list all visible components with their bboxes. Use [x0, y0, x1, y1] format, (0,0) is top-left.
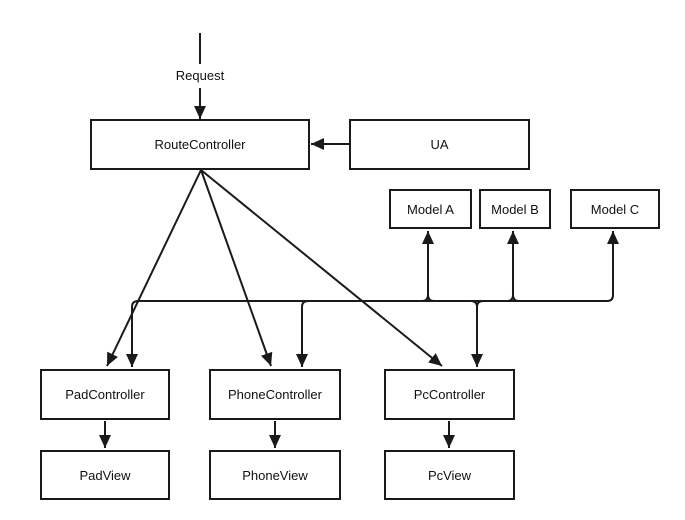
edge-bus-to-phonecontroller [296, 300, 309, 367]
node-pad-controller: PadController [40, 369, 170, 420]
edge-bus-to-model-a-fillet [427, 294, 435, 302]
node-model-a: Model A [389, 189, 472, 229]
edge-routecontroller-to-phonecontroller [200, 169, 273, 367]
edge-bus-to-model-c [606, 231, 619, 302]
edge-bus-to-model-b [506, 231, 519, 302]
edge-bus-to-model-a [421, 231, 434, 302]
edge-bus-to-model-b-fillet [512, 294, 520, 302]
edge-bus-to-padcontroller [126, 300, 139, 367]
edge-routecontroller-to-padcontroller [106, 169, 202, 367]
node-phone-view: PhoneView [209, 450, 341, 500]
node-model-b: Model B [479, 189, 551, 229]
node-pc-view: PcView [384, 450, 515, 500]
edge-bus-to-pccontroller [470, 300, 483, 367]
node-phone-controller: PhoneController [209, 369, 341, 420]
node-ua: UA [349, 119, 530, 170]
node-model-c: Model C [570, 189, 660, 229]
edge-routecontroller-to-pccontroller [200, 169, 443, 367]
edge-bus-to-pccontroller-fillet [476, 300, 484, 308]
node-pc-controller: PcController [384, 369, 515, 420]
node-route-controller: RouteController [90, 119, 310, 170]
request-flow-label: Request [170, 68, 230, 83]
node-pad-view: PadView [40, 450, 170, 500]
